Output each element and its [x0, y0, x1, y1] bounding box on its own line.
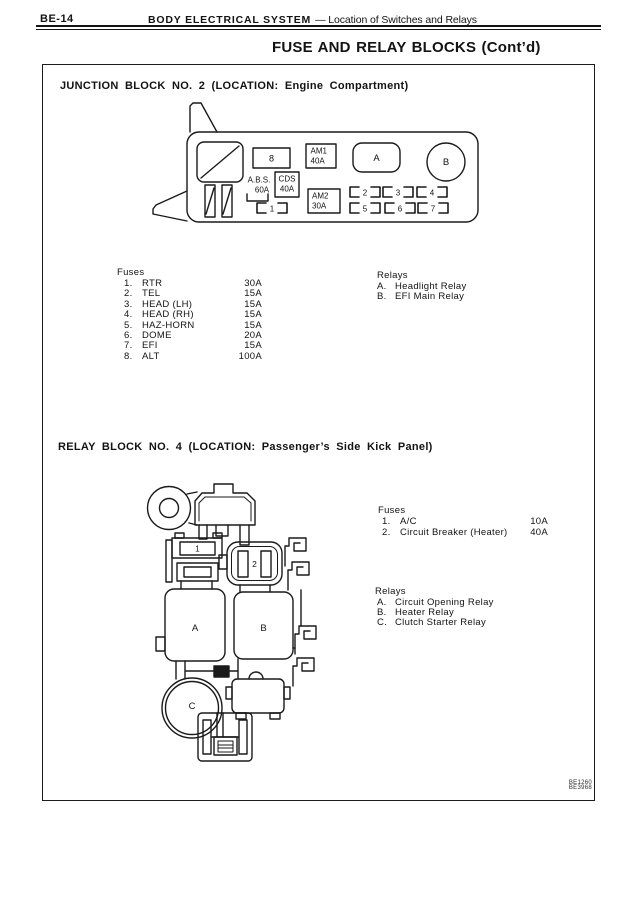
relay-b-box: [233, 591, 294, 660]
slot-2-label: 2: [363, 189, 368, 198]
connector-2-slot-right: [260, 550, 272, 578]
figure-code: BE1260: [568, 780, 592, 786]
connector-2-label: 2: [252, 559, 257, 569]
relay-b-label: B: [260, 623, 266, 634]
junction-relays-label: Relays: [377, 270, 408, 281]
fuse-slot-brackets: [256, 186, 449, 214]
am1-fuse-box: [305, 143, 337, 169]
fuse-row: 6.DOME: [124, 330, 172, 341]
am2-amp: 30A: [312, 202, 327, 211]
figure-reference-codes: BE1260 BE3968: [540, 780, 592, 791]
am1-amp: 40A: [311, 157, 326, 166]
relay-row: B.Heater Relay: [377, 607, 455, 618]
relay-a-label: A: [192, 623, 199, 634]
relay-a-box: [352, 142, 401, 173]
relay-a-box: [164, 588, 226, 662]
am1-label: AM1: [311, 147, 328, 156]
fuse-1-label: 1: [195, 545, 200, 554]
junction-block-heading: JUNCTION BLOCK NO. 2 (LOCATION: Engine C…: [60, 80, 409, 92]
relay-block-heading: RELAY BLOCK NO. 4 (LOCATION: Passenger’s…: [58, 441, 433, 453]
cds-fuse-box: [274, 171, 300, 198]
fuse-amp: 100A: [238, 351, 262, 362]
junction-fuses-label: Fuses: [117, 267, 145, 278]
page-title: FUSE AND RELAY BLOCKS (Cont’d): [272, 39, 541, 56]
junction-block-diagram: 8 A.B.S. 60A CDS 40A AM1 40A AM2 30A A B…: [152, 102, 479, 223]
abs-label: A.B.S.: [248, 176, 271, 185]
header-rule-thin: [36, 28, 601, 30]
cds-amp: 40A: [280, 185, 295, 194]
relay-b-circle: [426, 142, 466, 182]
relay-row: A.Circuit Opening Relay: [377, 597, 494, 608]
mirror-panel: [196, 141, 244, 183]
relay-block-diagram: 1 2 A B C: [146, 483, 317, 762]
abs-amp: 60A: [255, 186, 270, 195]
fuse-8-label: 8: [269, 154, 274, 164]
fuse-row: 1.A/C: [382, 516, 417, 527]
abs-bracket: [246, 193, 269, 202]
fuse-row: 2.Circuit Breaker (Heater): [382, 527, 508, 538]
slot-3-label: 3: [396, 189, 401, 198]
am2-fuse-box: [307, 188, 341, 214]
junction-top-fin: [189, 102, 218, 133]
header-rule-thick: [36, 25, 601, 27]
figure-code: BE3968: [568, 785, 592, 791]
slot-5-label: 5: [363, 205, 368, 214]
relay-c-inner: [164, 680, 220, 736]
fuse-row: 3.HEAD (LH): [124, 299, 193, 310]
junction-block-body: [186, 131, 479, 223]
grommet-inner: [158, 497, 180, 519]
fuse-row: 8.ALT: [124, 351, 160, 362]
page-number: BE-14: [40, 13, 74, 25]
page-header: BODY ELECTRICAL SYSTEM— Location of Swit…: [148, 14, 477, 26]
connector-2-slot-left: [237, 550, 249, 578]
grommet-outer: [146, 485, 192, 531]
junction-left-tab: [152, 190, 188, 222]
fuse-row: 7.EFI: [124, 340, 158, 351]
am2-label: AM2: [312, 192, 329, 201]
relay-a-label: A: [373, 153, 380, 164]
slot-4-label: 4: [430, 189, 435, 198]
relay-row: A.Headlight Relay: [377, 281, 467, 292]
fuse-row: 4.HEAD (RH): [124, 309, 194, 320]
fuse-row: 2.TEL: [124, 288, 161, 299]
slot-1-label: 1: [270, 205, 275, 214]
relay-row: B.EFI Main Relay: [377, 291, 465, 302]
fuse-amp: 15A: [244, 340, 262, 351]
fuse-amp: 15A: [244, 299, 262, 310]
fuse-row: 1.RTR: [124, 278, 163, 289]
fuse-amp: 30A: [244, 278, 262, 289]
mirror-diagonal: [200, 145, 240, 179]
relay-block-relays-label: Relays: [375, 586, 406, 597]
content-frame: [42, 64, 595, 801]
relay-row: C.Clutch Starter Relay: [377, 617, 487, 628]
fusible-link-right: [221, 184, 233, 218]
fuse-amp: 20A: [244, 330, 262, 341]
fusible-link-left: [204, 184, 216, 218]
relay-block-fuses-label: Fuses: [378, 505, 406, 516]
fuse-1-box: [179, 541, 216, 556]
fuse-8-box: [252, 147, 291, 169]
slot-7-label: 7: [431, 205, 436, 214]
fuse-amp: 10A: [530, 516, 548, 527]
fuse-amp: 15A: [244, 320, 262, 331]
bottom-connector: [197, 712, 253, 762]
relay-b-label: B: [443, 157, 449, 168]
cds-label: CDS: [279, 175, 296, 184]
side-connector: [231, 678, 285, 714]
fuse-row: 5.HAZ-HORN: [124, 320, 195, 331]
fuse-amp: 15A: [244, 309, 262, 320]
relay-c-label: C: [189, 701, 196, 712]
slot-6-label: 6: [398, 205, 403, 214]
relay-c-outer: [161, 677, 223, 739]
top-connector: [194, 483, 256, 526]
fuse-amp: 40A: [530, 527, 548, 538]
filled-terminal: [213, 665, 230, 678]
header-system-title: BODY ELECTRICAL SYSTEM: [148, 14, 312, 26]
header-subtitle: — Location of Switches and Relays: [315, 14, 477, 26]
fuse-amp: 15A: [244, 288, 262, 299]
